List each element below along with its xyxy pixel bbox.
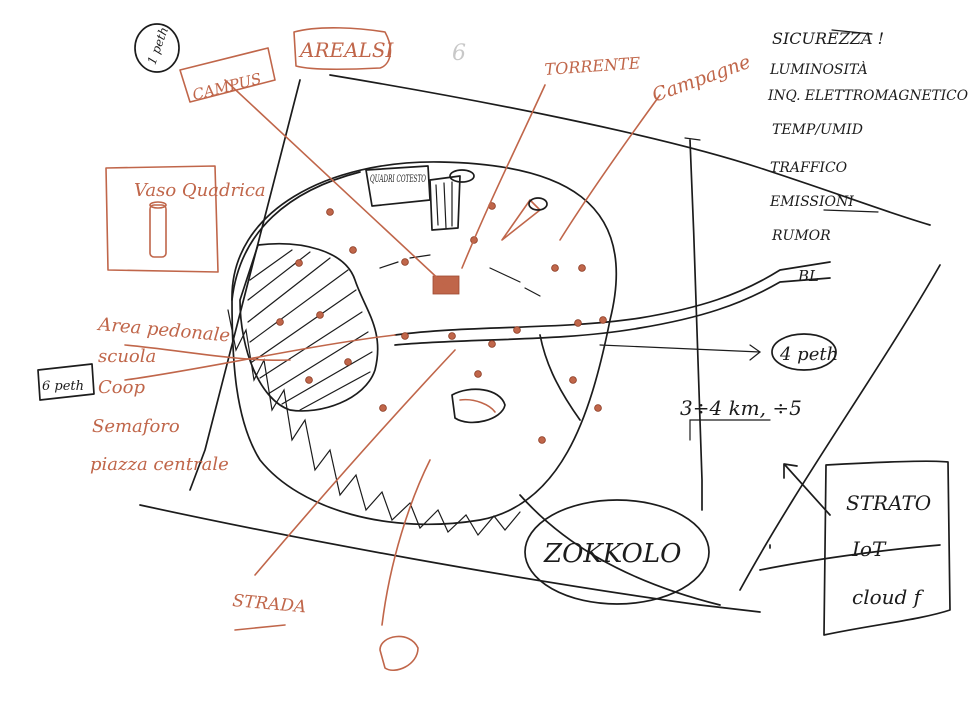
pedestrian-count-left: 6 peth bbox=[42, 379, 84, 394]
piazza-centrale-label: piazza centrale bbox=[90, 454, 229, 475]
torrente-label: TORRENTE bbox=[544, 53, 641, 79]
zoccolo-bubble bbox=[524, 499, 710, 605]
one-peth-bubble bbox=[134, 23, 180, 73]
pedestrian-count-top: 1 peth bbox=[145, 25, 171, 66]
bl-label: BL bbox=[797, 267, 819, 285]
dimension-label: 3÷4 km, ÷5 bbox=[680, 396, 802, 420]
area-pedonale-label: Area pedonale bbox=[96, 314, 231, 347]
quadri-box bbox=[365, 165, 431, 207]
cloud-label: cloud f bbox=[852, 585, 925, 609]
list-item: TRAFFICO bbox=[770, 160, 848, 176]
list-item: LUMINOSITÀ bbox=[769, 60, 868, 78]
four-peth-bubble bbox=[771, 333, 837, 371]
sensor-list: SICUREZZA ! LUMINOSITÀ INQ. ELETTROMAGNE… bbox=[767, 29, 968, 244]
arealsi-label: AREALSI bbox=[298, 38, 395, 62]
vaso-quadrica-label: Vaso Quadrica bbox=[134, 180, 266, 201]
vaso-quadrica-box bbox=[105, 165, 219, 273]
quadri-cotesto-label: QUADRI COTESTO bbox=[370, 174, 426, 185]
diagram-labels: 6 1 peth CAMPUS AREALSI TORRENTE Campagn… bbox=[42, 25, 931, 617]
pedestrian-count-right: 4 peth bbox=[779, 344, 838, 365]
city-dome bbox=[227, 161, 831, 537]
semaforo-label: Semaforo bbox=[92, 416, 180, 437]
campus-box bbox=[179, 47, 276, 103]
annotation-frames bbox=[37, 23, 951, 672]
strato-label: STRATO bbox=[846, 491, 931, 515]
pedestrian-area bbox=[239, 242, 379, 412]
list-item: INQ. ELETTROMAGNETICO bbox=[767, 88, 968, 104]
iot-label: IoT bbox=[851, 537, 887, 561]
page-number: 6 bbox=[452, 41, 466, 66]
strato-box bbox=[823, 460, 951, 636]
list-item: EMISSIONI bbox=[769, 194, 854, 210]
arealsi-box bbox=[293, 27, 392, 71]
sensor-dots bbox=[276, 202, 607, 444]
leader-lines bbox=[124, 79, 831, 631]
list-item: SICUREZZA ! bbox=[772, 29, 884, 48]
dimension-bracket bbox=[689, 419, 771, 441]
coop-label: Coop bbox=[98, 377, 145, 398]
list-item: TEMP/UMID bbox=[772, 122, 863, 138]
zoccolo-label: ZOKKOLO bbox=[543, 539, 681, 569]
list-item: RUMOR bbox=[771, 228, 831, 244]
perspective-lines bbox=[139, 74, 941, 613]
scuola-label: scuola bbox=[98, 346, 156, 367]
six-peth-bubble bbox=[37, 363, 95, 401]
strada-label: STRADA bbox=[232, 591, 307, 617]
campus-label: CAMPUS bbox=[191, 69, 264, 104]
campagne-label: Campagne bbox=[649, 51, 753, 107]
